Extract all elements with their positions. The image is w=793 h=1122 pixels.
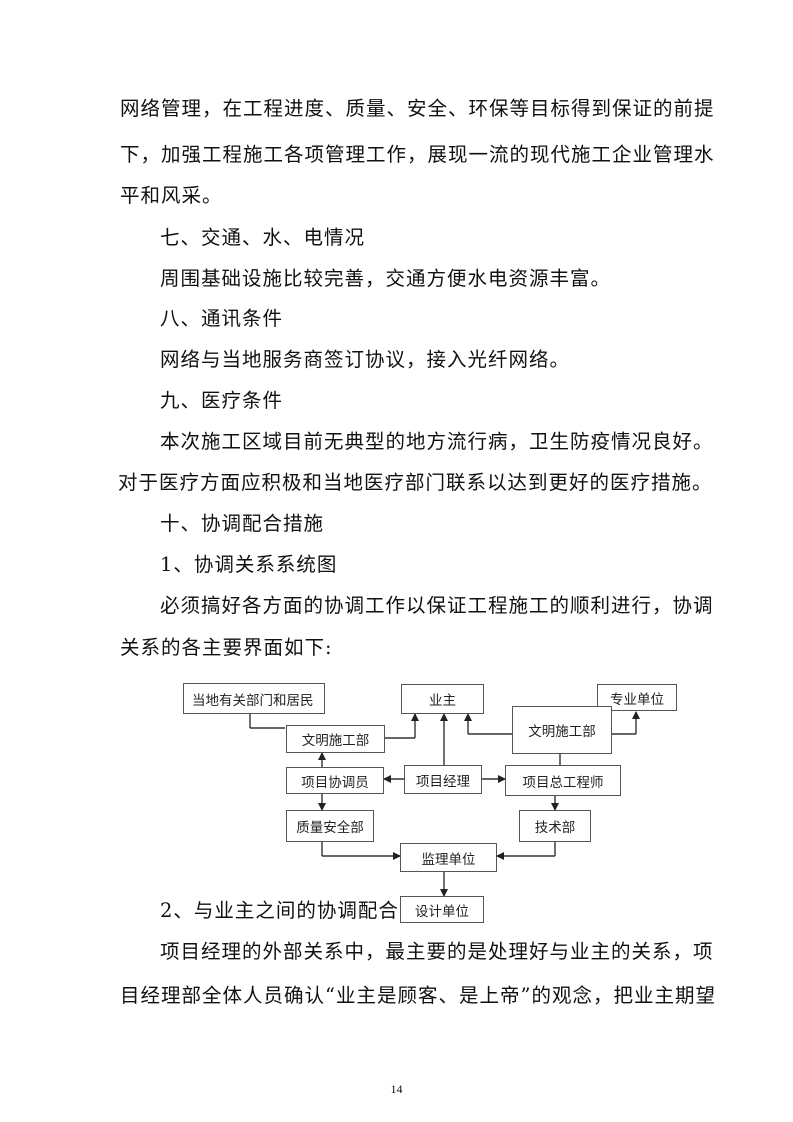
project-coordinator-box: 项目协调员 — [286, 767, 384, 794]
specialty-unit-box: 专业单位 — [597, 684, 677, 711]
paragraph-line: 下，加强工程施工各项管理工作，展现一流的现代施工企业管理水 — [120, 143, 715, 166]
paragraph-line: 项目经理的外部关系中，最主要的是处理好与业主的关系，项 — [160, 940, 714, 963]
paragraph-line: 必须搞好各方面的协调工作以保证工程施工的顺利进行，协调 — [160, 594, 714, 617]
section-heading: 九、医疗条件 — [160, 389, 284, 412]
section-heading: 八、通讯条件 — [160, 307, 284, 330]
owner-box: 业主 — [401, 684, 484, 714]
subsection-heading: 2、与业主之间的协调配合 — [160, 899, 399, 922]
paragraph-line: 网络管理，在工程进度、质量、安全、环保等目标得到保证的前提 — [120, 97, 715, 120]
technical-dept-box: 技术部 — [519, 810, 591, 842]
page-number: 14 — [390, 1082, 403, 1096]
supervision-unit-box: 监理单位 — [400, 843, 497, 872]
paragraph-line: 本次施工区域目前无典型的地方流行病，卫生防疫情况良好。 — [160, 430, 714, 453]
paragraph-line: 周围基础设施比较完善，交通方便水电资源丰富。 — [160, 267, 612, 290]
quality-safety-box: 质量安全部 — [286, 810, 374, 842]
civil-construction-right-box: 文明施工部 — [512, 706, 612, 754]
design-unit-box: 设计单位 — [400, 896, 484, 923]
paragraph-line: 关系的各主要界面如下: — [120, 636, 333, 659]
civil-construction-left-box: 文明施工部 — [286, 725, 385, 753]
subsection-heading: 1、协调关系系统图 — [160, 553, 338, 576]
project-manager-box: 项目经理 — [404, 765, 482, 794]
chief-engineer-box: 项目总工程师 — [505, 765, 621, 796]
paragraph-line: 目经理部全体人员确认“业主是顾客、是上帝”的观念，把业主期望 — [120, 984, 716, 1007]
paragraph-line: 网络与当地服务商签订协议，接入光纤网络。 — [160, 348, 571, 371]
paragraph-line: 平和风采。 — [120, 184, 223, 207]
section-heading: 七、交通、水、电情况 — [160, 226, 366, 249]
local-residents-box: 当地有关部门和居民 — [183, 683, 325, 714]
paragraph-line: 对于医疗方面应积极和当地医疗部门联系以达到更好的医疗措施。 — [118, 471, 713, 494]
section-heading: 十、协调配合措施 — [160, 512, 325, 535]
